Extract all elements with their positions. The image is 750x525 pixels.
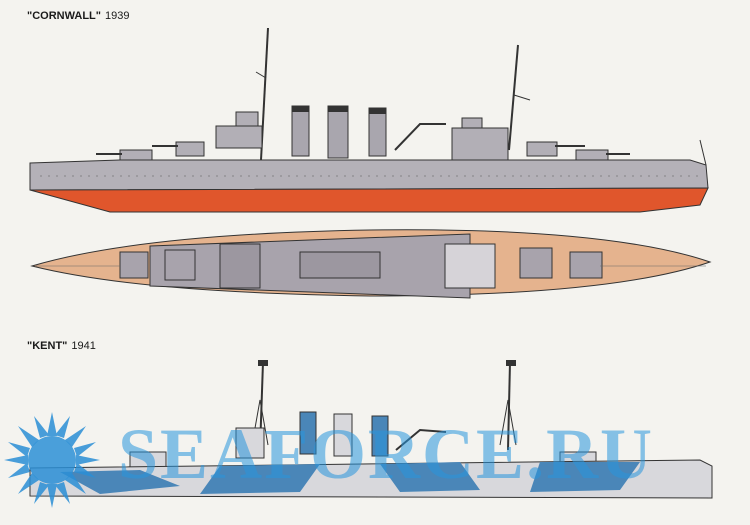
watermark-logo (4, 412, 100, 508)
cornwall-bridge (215, 125, 263, 149)
kent-bridge (235, 427, 265, 459)
kent-side-profile (29, 360, 713, 499)
kent-name: "KENT" (27, 340, 68, 352)
kent-year: 1941 (71, 340, 96, 352)
cornwall-antifouling (29, 187, 709, 213)
cornwall-year: 1939 (104, 10, 130, 22)
cornwall-crane (394, 123, 446, 151)
cornwall-main-mast (508, 44, 519, 151)
cornwall-turret-b (175, 141, 205, 157)
kent-funnel-1 (299, 411, 317, 455)
cornwall-funnel-3 (368, 107, 387, 157)
cornwall-side-profile (29, 27, 709, 213)
cornwall-caption: "CORNWALL"1939 (27, 10, 129, 22)
cornwall-funnel-1 (291, 105, 310, 157)
watermark-text: SEAFORCE.RU (118, 414, 655, 494)
kent-funnel-2 (333, 413, 353, 457)
kent-funnel-3 (371, 415, 389, 457)
cornwall-turret-x (526, 141, 558, 157)
cornwall-hull (29, 159, 709, 191)
cornwall-funnel-2 (327, 105, 349, 159)
cornwall-name: "CORNWALL" (27, 10, 101, 22)
kent-caption: "KENT"1941 (27, 340, 96, 352)
cornwall-deck-plan (30, 229, 712, 299)
